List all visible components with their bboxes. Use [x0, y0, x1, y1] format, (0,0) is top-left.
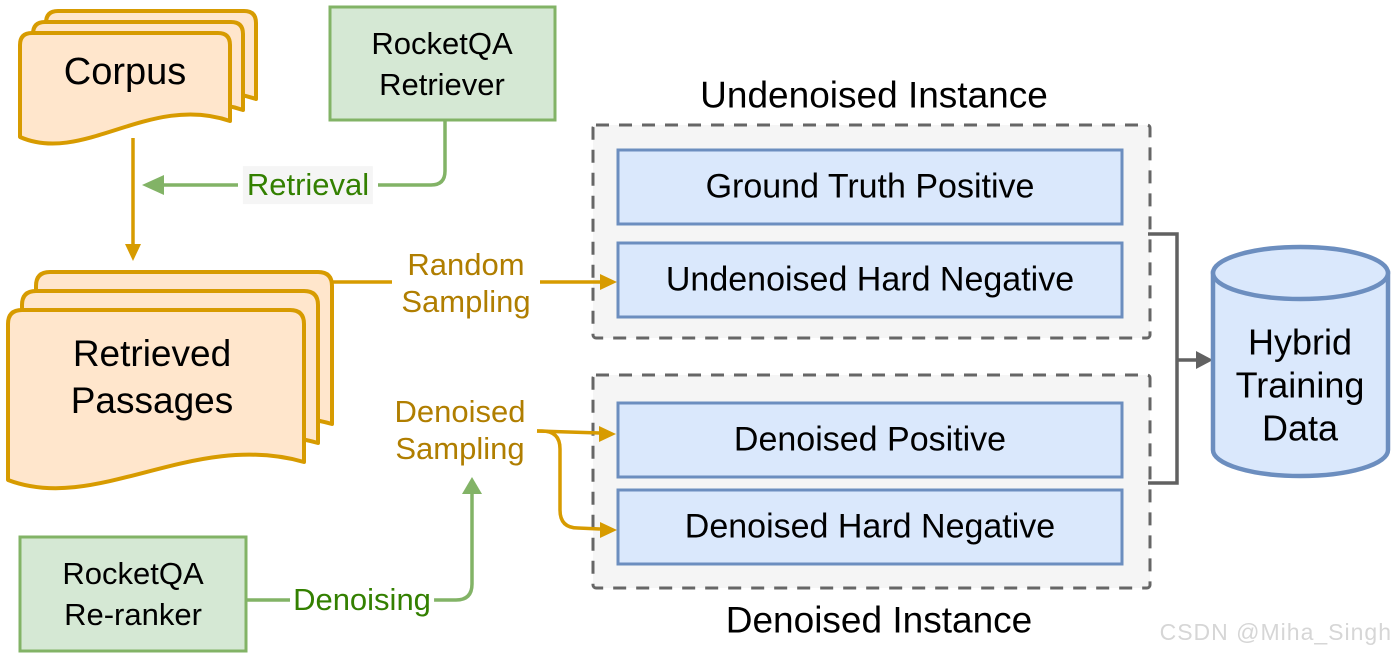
arrowhead-right-icon — [599, 426, 616, 442]
denoised-sampling-arrow-negative — [537, 429, 601, 531]
denoising-edge — [246, 493, 474, 602]
document-icon — [18, 31, 232, 146]
denoised-positive-box — [616, 401, 1124, 479]
cylinder-body — [1210, 270, 1391, 479]
denoised-hard-negative-box — [616, 488, 1124, 566]
green-arrowheads — [142, 175, 482, 494]
arrowhead-right-icon — [600, 522, 617, 538]
retrieval-edge — [163, 120, 447, 187]
watermark: CSDN @Miha_Singh — [1159, 619, 1392, 645]
hybrid-training-data-cylinder — [1210, 244, 1391, 479]
rocketqa-reranker-box — [18, 535, 248, 653]
arrowhead-left-icon — [142, 175, 164, 195]
arrowhead-right-icon — [600, 274, 617, 290]
undenoised-hard-negative-box — [616, 241, 1124, 319]
retrieved-passages-stack — [6, 270, 334, 491]
orange-arrowheads — [125, 244, 617, 538]
merge-bracket — [1148, 232, 1179, 485]
green-edges — [163, 120, 474, 602]
rocketqa-retriever-box — [328, 5, 557, 122]
orange-edges — [131, 138, 601, 531]
arrowhead-down-icon — [125, 244, 141, 261]
ground-truth-positive-box — [616, 148, 1124, 226]
arrowhead-right-icon — [1196, 351, 1213, 369]
corpus-stack — [18, 9, 258, 146]
cylinder-top — [1210, 244, 1391, 302]
document-icon — [6, 308, 306, 491]
arrowhead-up-icon — [462, 477, 482, 494]
